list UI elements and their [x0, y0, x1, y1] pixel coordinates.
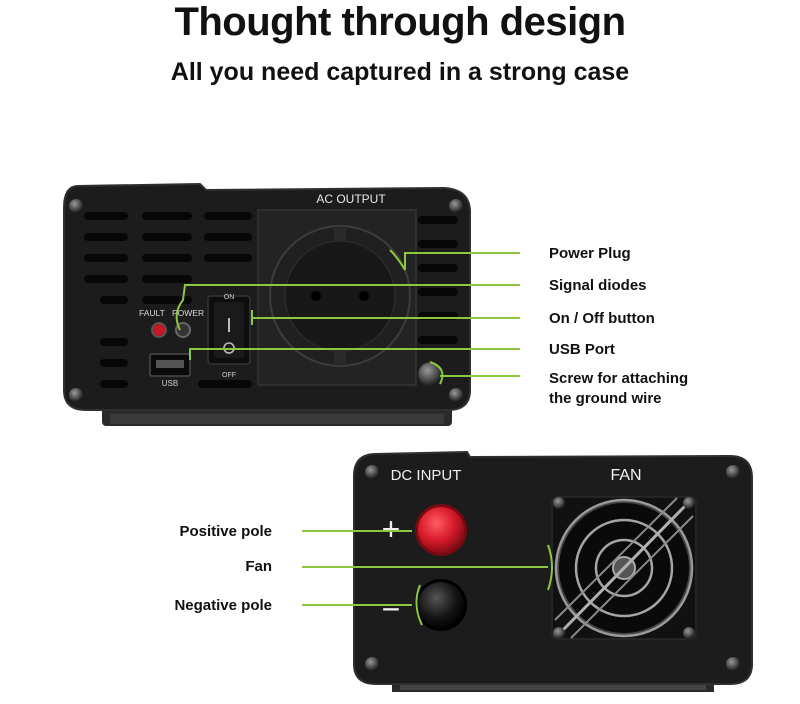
rear-panel: AC OUTPUT FAULT POWER ON OFF USB	[63, 182, 471, 426]
ground-clip-top	[334, 228, 346, 242]
callout-usb-port: USB Port	[549, 341, 615, 358]
front-base-shadow	[400, 684, 706, 690]
callout-signal-diodes: Signal diodes	[549, 277, 647, 294]
callout-negative-pole: Negative pole	[174, 597, 272, 614]
rear-callout-lines	[175, 249, 520, 385]
fan-panel-label: FAN	[610, 467, 641, 484]
usb-port-tongue	[156, 360, 184, 368]
callout-power-plug: Power Plug	[549, 245, 631, 262]
screw-icon	[365, 465, 379, 479]
callout-line-power-plug	[389, 249, 520, 271]
callout-line-usb	[189, 348, 520, 360]
callout-line-negative	[302, 584, 423, 626]
page-subtitle: All you need captured in a strong case	[170, 58, 630, 86]
ac-output-label: AC OUTPUT	[316, 192, 386, 206]
fan-icon	[551, 496, 697, 640]
ground-clip-bottom	[334, 350, 346, 364]
screw-icon	[449, 199, 463, 213]
screw-icon	[365, 657, 379, 671]
page-title: Thought through design	[174, 0, 626, 44]
outlet-pin-hole	[311, 291, 321, 301]
screw-icon	[726, 657, 740, 671]
screw-icon	[69, 199, 83, 213]
screw-icon	[553, 627, 565, 639]
screw-icon	[449, 388, 463, 402]
negative-terminal-icon	[418, 582, 464, 628]
callout-positive-pole: Positive pole	[179, 523, 272, 540]
callout-line-fan	[302, 544, 553, 591]
fault-led-icon	[151, 322, 167, 338]
front-panel: DC INPUT FAN + −	[353, 450, 753, 692]
vent-slots-left	[84, 212, 252, 388]
dc-input-label: DC INPUT	[391, 467, 462, 484]
switch-off-label: OFF	[222, 372, 236, 379]
screw-icon	[69, 388, 83, 402]
ac-outlet-recess	[284, 240, 396, 352]
front-callout-lines	[302, 530, 553, 626]
screw-icon	[683, 627, 695, 639]
rear-base-shadow	[110, 414, 444, 424]
power-label: POWER	[172, 308, 204, 318]
minus-sign: −	[382, 591, 401, 627]
callout-screw-line1: Screw for attaching	[549, 370, 689, 387]
usb-label: USB	[162, 379, 178, 388]
fault-label: FAULT	[139, 308, 165, 318]
screw-icon	[726, 465, 740, 479]
switch-on-label: ON	[224, 294, 235, 301]
callout-screw-line2: the ground wire	[549, 390, 662, 407]
callout-on-off-button: On / Off button	[549, 310, 655, 327]
callout-fan: Fan	[245, 558, 272, 575]
plus-sign: +	[382, 511, 401, 547]
outlet-pin-hole	[359, 291, 369, 301]
callout-line-signal-diodes	[175, 284, 520, 331]
callout-line-screw	[429, 361, 520, 385]
screw-icon	[553, 497, 565, 509]
screw-icon	[683, 497, 695, 509]
callout-line-on-off	[251, 310, 520, 325]
positive-terminal-icon	[418, 507, 464, 553]
